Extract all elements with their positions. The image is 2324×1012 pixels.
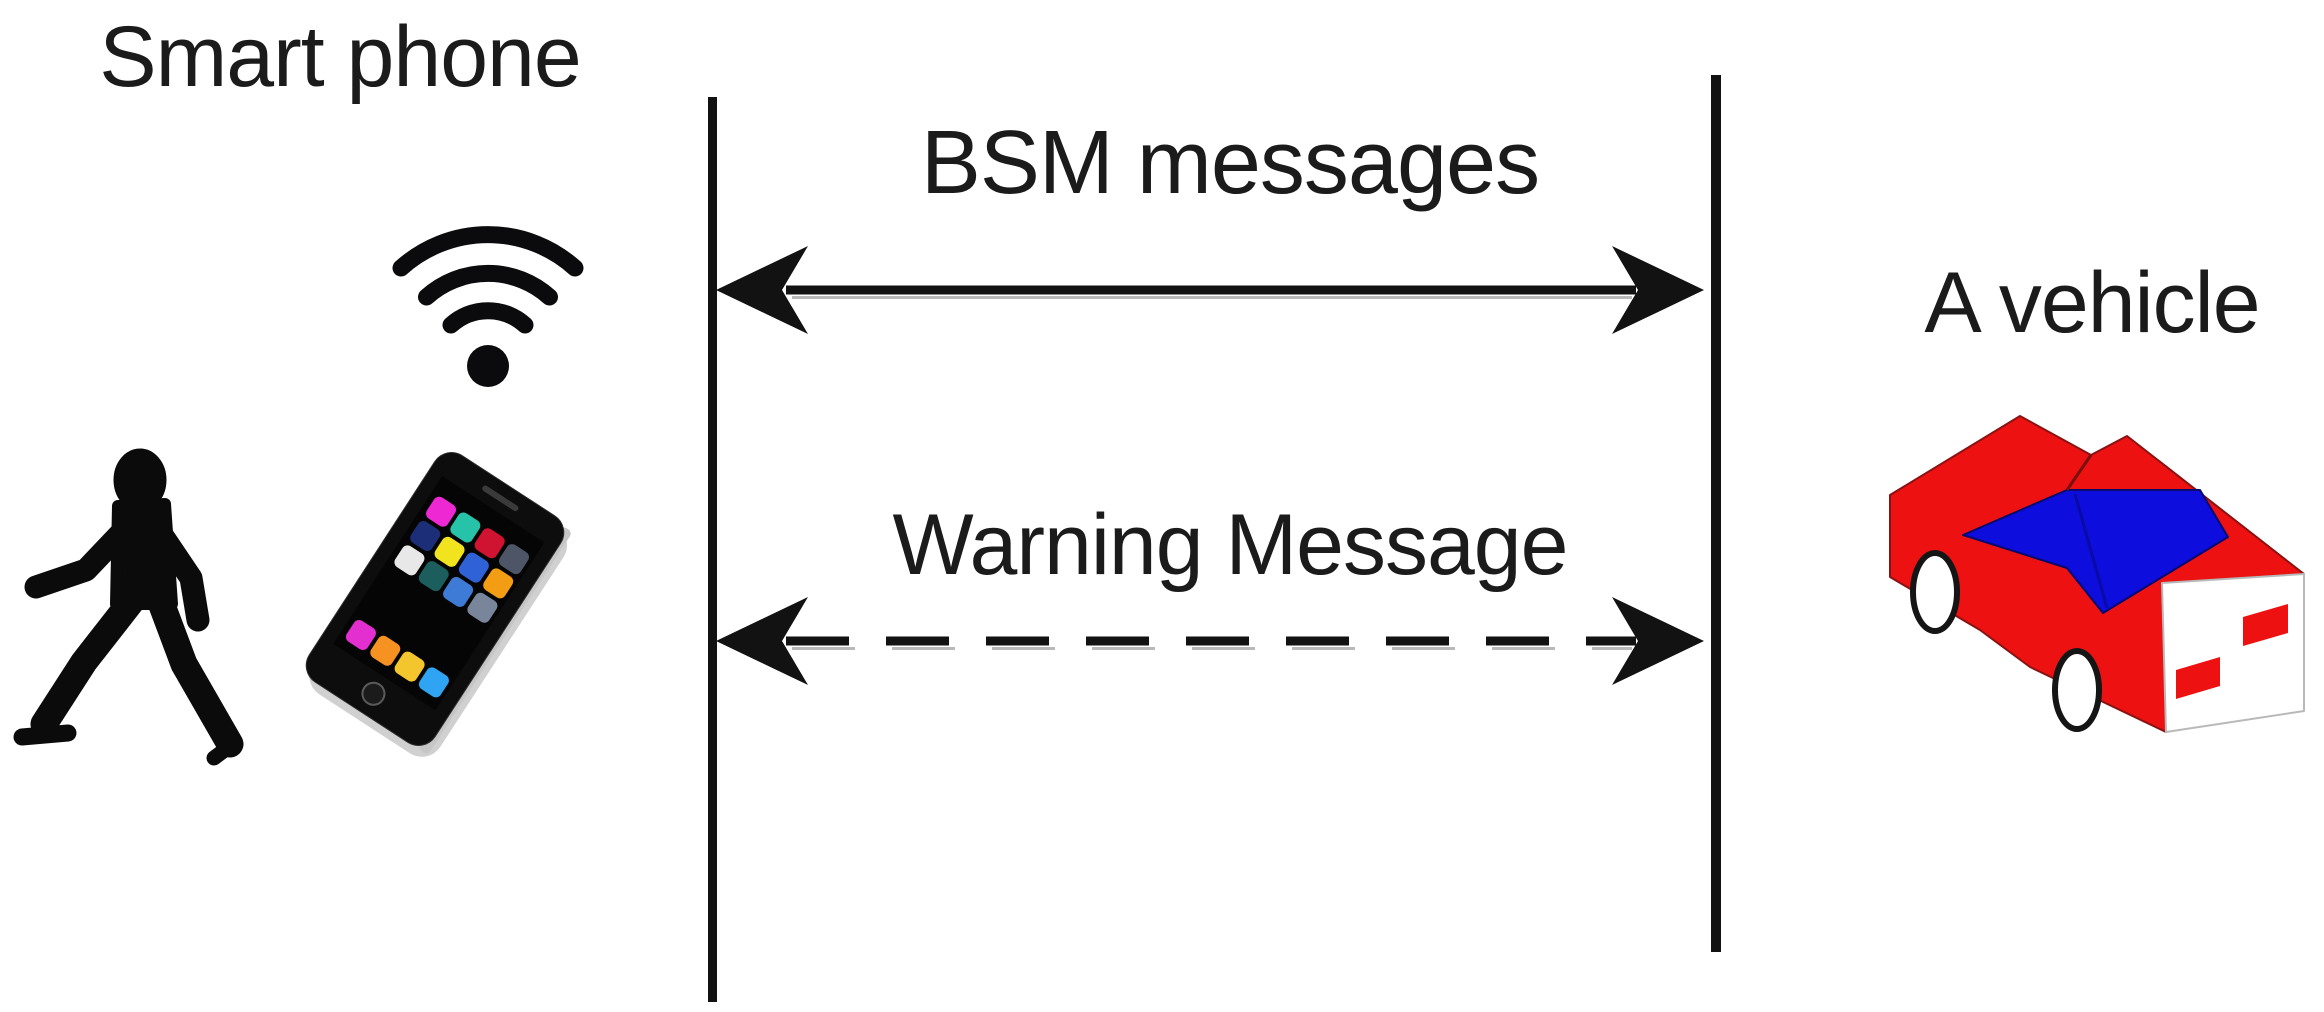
warning-arrow <box>716 597 1704 685</box>
car-front-face <box>2161 573 2305 733</box>
car-hood-edge <box>2065 454 2093 491</box>
pedestrian-back-foot <box>206 738 238 766</box>
smart-phone-title: Smart phone <box>99 9 581 105</box>
wifi-dot <box>467 345 509 387</box>
bsm-arrowhead-left <box>716 246 808 334</box>
vehicle-title: A vehicle <box>1924 255 2260 351</box>
car-wheel-rear <box>2052 648 2102 732</box>
wifi-arc-outer <box>392 226 584 277</box>
car-light-left <box>2176 657 2220 699</box>
vehicle-icon <box>1889 415 2305 733</box>
pedestrian-front-arm <box>24 518 136 599</box>
car-windshield-fold <box>2073 493 2109 609</box>
pedestrian-back-leg <box>146 586 244 758</box>
wifi-arc-middle <box>418 265 558 306</box>
pedestrian-icon <box>13 448 244 766</box>
smartphone-app-icons <box>394 496 529 623</box>
smartphone-dock-icons <box>345 619 449 698</box>
warning-arrowhead-left <box>716 597 808 685</box>
pedestrian-front-foot <box>13 724 77 746</box>
pedestrian-back-arm <box>148 520 210 632</box>
warning-message-label: Warning Message <box>892 497 1569 593</box>
lifeline-right <box>1711 75 1721 952</box>
warning-arrowhead-right <box>1612 597 1704 685</box>
bsm-arrowhead-right <box>1612 246 1704 334</box>
wifi-icon <box>392 226 584 387</box>
smartphone-home-button <box>361 681 386 706</box>
bsm-message-label: BSM messages <box>920 113 1540 213</box>
smartphone-icon <box>305 452 571 757</box>
lifeline-left <box>708 97 717 1002</box>
pedestrian-front-leg <box>30 584 148 738</box>
car-light-right <box>2243 604 2288 646</box>
wifi-arc-inner <box>442 302 534 334</box>
smartphone-speaker <box>482 485 519 512</box>
car-wheel-front <box>1910 550 1960 634</box>
bsm-arrow <box>716 246 1704 334</box>
